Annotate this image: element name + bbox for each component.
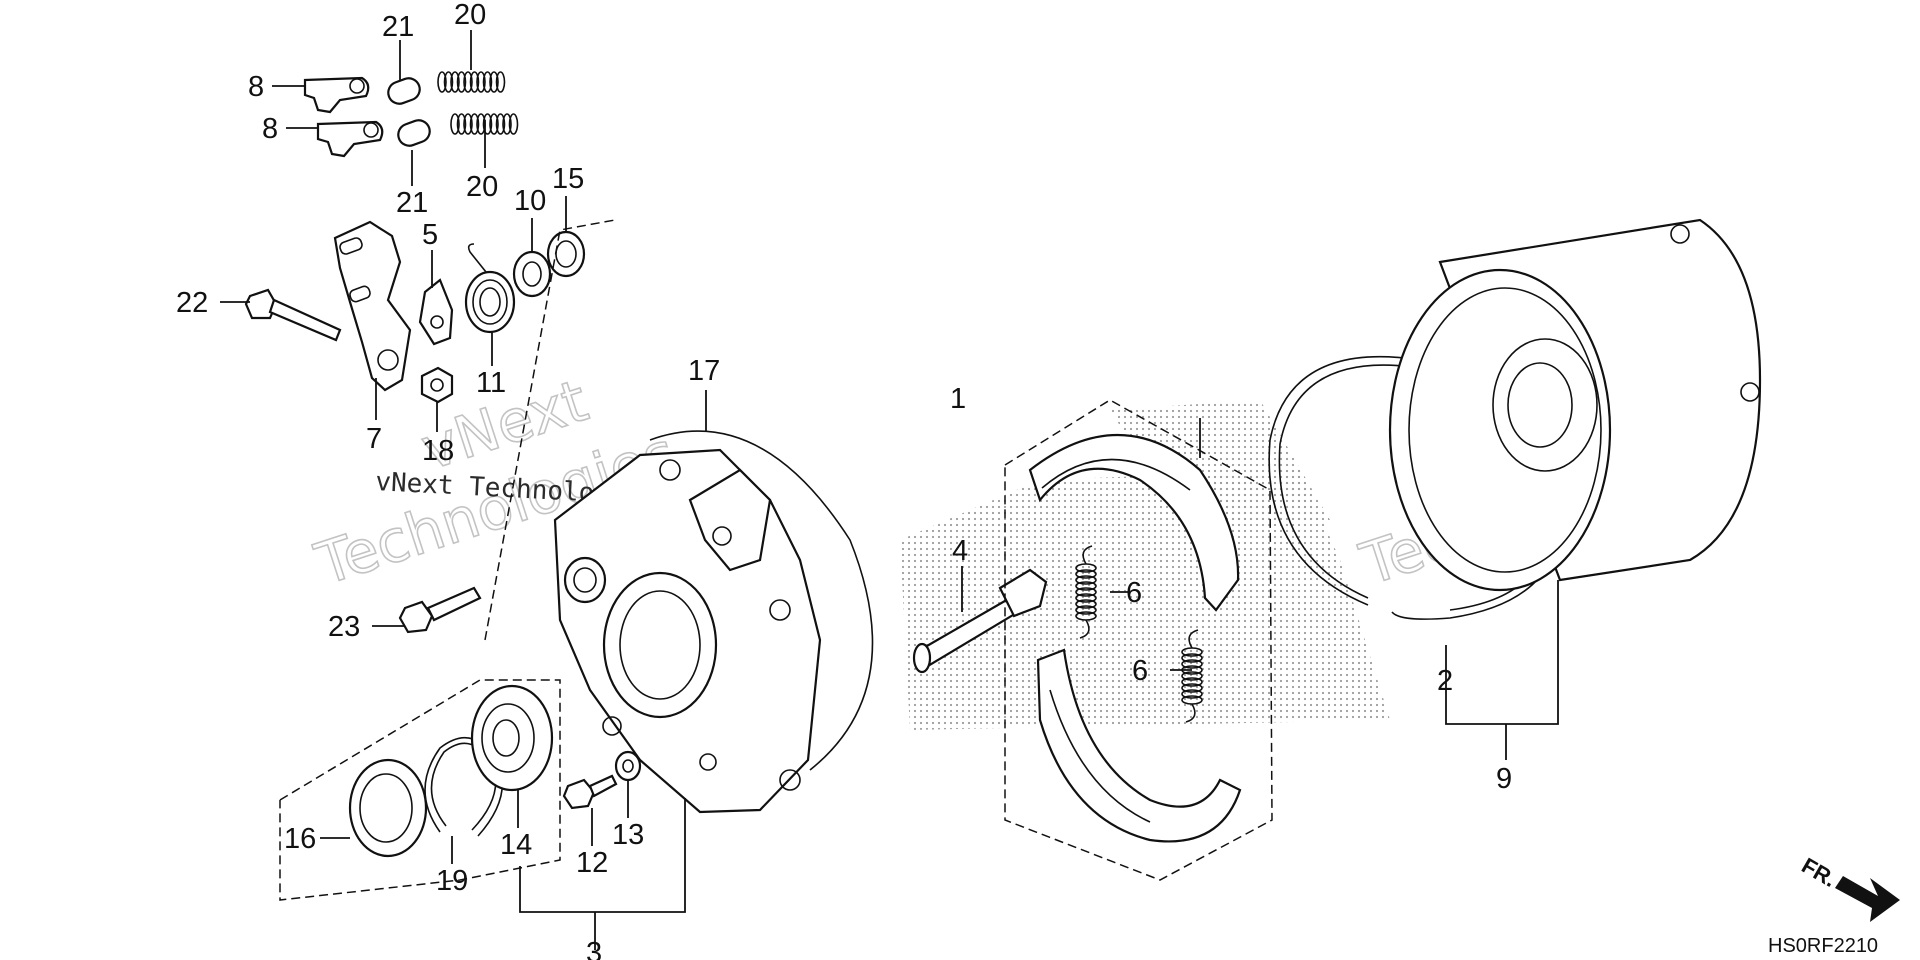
spring-coil xyxy=(1075,581,1097,591)
callout-21-lower: 21 xyxy=(396,187,428,219)
spring-coil xyxy=(450,71,460,93)
spring-coil xyxy=(482,71,493,93)
spring-coil xyxy=(443,71,454,93)
spring-part-11 xyxy=(464,243,516,334)
diagram-code: HS0RF2210 xyxy=(1768,935,1878,957)
bearing-part-10 xyxy=(512,250,552,298)
callout-1: 1 xyxy=(950,383,966,415)
spring-coil xyxy=(508,113,519,135)
bracket-part-7 xyxy=(333,220,412,392)
spring-coil xyxy=(1181,659,1203,669)
collar-part-21-upper xyxy=(387,77,421,105)
leader-lines xyxy=(220,30,1559,950)
spring-part-20-upper xyxy=(437,71,506,93)
callout-20-lower: 20 xyxy=(466,171,498,203)
callout-10: 10 xyxy=(514,185,546,217)
spring-coil xyxy=(1181,689,1203,699)
callout-6-lower: 6 xyxy=(1132,655,1148,687)
bolt-part-23 xyxy=(398,586,482,634)
arm-part-8-upper xyxy=(303,76,370,114)
callout-22: 22 xyxy=(176,287,208,319)
spring-coil xyxy=(495,71,506,93)
callout-13: 13 xyxy=(612,819,644,851)
spring-coil xyxy=(1075,569,1097,579)
brake-shoe-part-1-lower xyxy=(1036,648,1242,843)
spring-hook xyxy=(1188,629,1199,649)
callout-3: 3 xyxy=(586,937,602,960)
bearing-part-14 xyxy=(470,684,554,792)
circlip-part-19 xyxy=(424,736,504,837)
spring-part-6-lower xyxy=(1181,629,1203,723)
cam-shaft-part-4 xyxy=(912,568,1048,674)
front-direction-arrow-icon: FR. xyxy=(1798,853,1900,922)
spring-part-20-lower xyxy=(450,113,519,135)
callout-5: 5 xyxy=(422,219,438,251)
spring-coil xyxy=(502,113,512,135)
spring-coil xyxy=(1075,593,1097,603)
callout-8-upper: 8 xyxy=(248,71,264,103)
callout-20-upper: 20 xyxy=(454,0,486,31)
spring-coil xyxy=(469,71,480,93)
callout-labels: 1 2 3 4 5 6 6 7 8 8 9 10 11 12 13 14 15 … xyxy=(176,0,1512,960)
front-direction-label: FR. xyxy=(1798,853,1841,892)
washer-part-13 xyxy=(614,750,642,782)
spring-coil xyxy=(1075,599,1097,609)
spring-coil xyxy=(489,113,499,135)
callout-6-upper: 6 xyxy=(1126,577,1142,609)
spring-hook xyxy=(1079,619,1090,639)
spring-coil xyxy=(1181,677,1203,687)
brake-shoe-part-1-upper xyxy=(1028,434,1240,612)
callout-19: 19 xyxy=(436,865,468,897)
callout-21-upper: 21 xyxy=(382,11,414,43)
spring-coil xyxy=(1181,683,1203,693)
spring-part-6-upper xyxy=(1075,545,1097,639)
spring-coil xyxy=(1181,653,1203,663)
spring-coil xyxy=(495,113,506,135)
spring-coil xyxy=(476,71,486,93)
callout-23: 23 xyxy=(328,611,360,643)
spring-coil xyxy=(463,113,473,135)
spring-coil xyxy=(1075,575,1097,585)
callout-11: 11 xyxy=(476,367,506,399)
callout-16: 16 xyxy=(284,823,316,855)
brake-panel-part-17 xyxy=(553,430,874,814)
callout-7: 7 xyxy=(366,423,382,455)
bolt-part-12 xyxy=(562,774,618,810)
plate-part-5 xyxy=(418,278,454,346)
seal-part-15 xyxy=(546,230,586,278)
callout-2: 2 xyxy=(1437,665,1453,697)
spring-coil xyxy=(1075,587,1097,597)
group-box-rear-parts xyxy=(279,219,616,901)
spring-coil xyxy=(463,71,473,93)
callout-4: 4 xyxy=(952,535,968,567)
spring-coil xyxy=(1181,671,1203,681)
spring-hook xyxy=(1185,703,1196,723)
callout-12: 12 xyxy=(576,847,608,879)
spring-coil xyxy=(482,113,493,135)
callout-17: 17 xyxy=(688,355,720,387)
spring-coil xyxy=(450,113,460,135)
callout-15: 15 xyxy=(552,163,584,195)
bolt-part-22 xyxy=(244,288,342,342)
callout-14: 14 xyxy=(500,829,532,861)
drum-part-9 xyxy=(1388,218,1762,592)
callout-9: 9 xyxy=(1496,763,1512,795)
spring-coil xyxy=(456,113,467,135)
callout-18: 18 xyxy=(422,435,454,467)
nut-part-18 xyxy=(420,366,454,404)
callout-8-lower: 8 xyxy=(262,113,278,145)
spring-coil xyxy=(456,71,467,93)
seal-part-16 xyxy=(348,758,428,858)
group-box-shoes xyxy=(1004,399,1273,881)
spring-coil xyxy=(489,71,499,93)
collar-part-21-lower xyxy=(397,119,431,147)
spring-coil xyxy=(469,113,480,135)
spring-hook xyxy=(1082,545,1093,565)
spring-coil xyxy=(437,71,447,93)
spring-coil xyxy=(1075,605,1097,615)
arm-part-8-lower xyxy=(316,120,384,158)
